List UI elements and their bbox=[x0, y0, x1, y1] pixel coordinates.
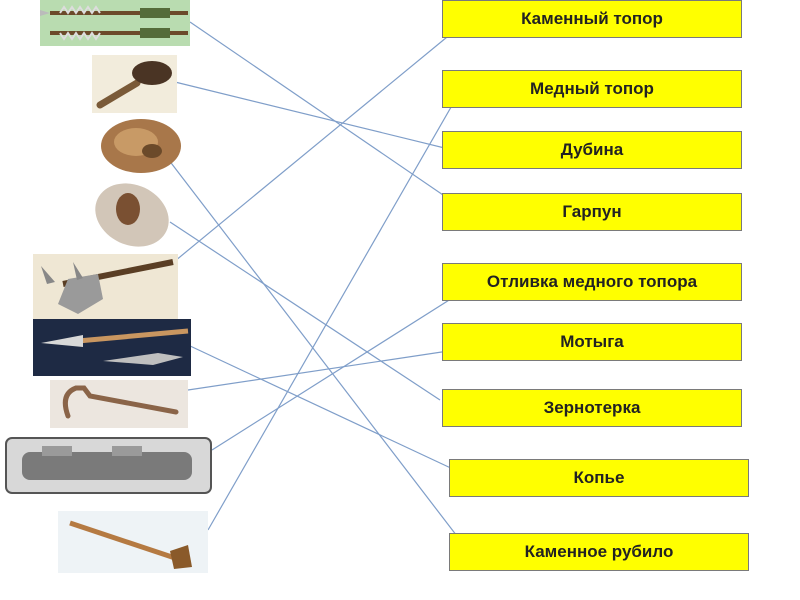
label-stone-chopper[interactable]: Каменное рубило bbox=[449, 533, 749, 571]
label-copper-axe-mold[interactable]: Отливка медного топора bbox=[442, 263, 742, 301]
spear-image[interactable] bbox=[33, 319, 191, 376]
harpoon-image[interactable] bbox=[40, 0, 190, 46]
label-copper-axe[interactable]: Медный топор bbox=[442, 70, 742, 108]
label-harpoon[interactable]: Гарпун bbox=[442, 193, 742, 231]
copper-axe-image[interactable] bbox=[58, 511, 208, 573]
club-image[interactable] bbox=[92, 55, 177, 113]
label-hoe[interactable]: Мотыга bbox=[442, 323, 742, 361]
label-club[interactable]: Дубина bbox=[442, 131, 742, 169]
grain-grinder-image[interactable] bbox=[92, 183, 174, 248]
connector-grain-grinder bbox=[169, 221, 441, 401]
connector-spear bbox=[187, 344, 456, 471]
connector-stone-axe bbox=[157, 27, 459, 276]
connector-club bbox=[174, 81, 466, 154]
stone-chopper-image[interactable] bbox=[100, 117, 182, 175]
connector-copper-axe bbox=[207, 94, 459, 531]
connector-harpoon bbox=[189, 21, 466, 211]
connector-hoe bbox=[187, 346, 476, 391]
stone-axe-image[interactable] bbox=[33, 254, 178, 319]
connector-copper-axe-mold bbox=[211, 289, 466, 451]
label-stone-axe[interactable]: Каменный топор bbox=[442, 0, 742, 38]
label-grain-grinder[interactable]: Зернотерка bbox=[442, 389, 742, 427]
copper-axe-mold-image[interactable] bbox=[2, 432, 215, 497]
hoe-image[interactable] bbox=[50, 380, 188, 428]
label-spear[interactable]: Копье bbox=[449, 459, 749, 497]
